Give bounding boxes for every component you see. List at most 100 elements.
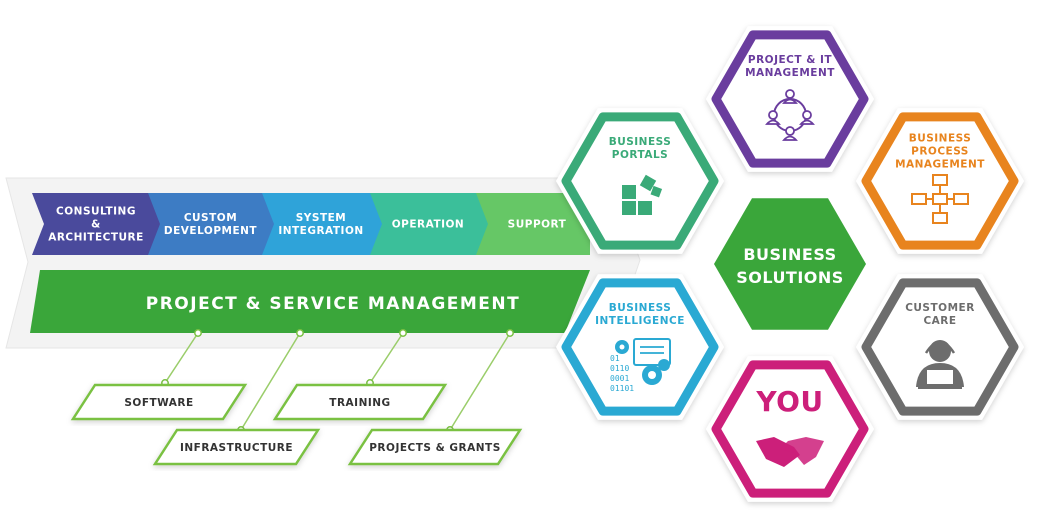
hex-center-shape	[714, 198, 866, 330]
flow-box	[932, 193, 948, 205]
hex-center-label: BUSINESS SOLUTIONS	[736, 245, 844, 287]
step-chevron	[32, 193, 164, 255]
step-label-line: ARCHITECTURE	[48, 232, 144, 244]
step-label-line: SYSTEM	[296, 212, 347, 224]
laptop-base	[918, 385, 962, 389]
connector-dot	[506, 329, 514, 337]
step-label: OPERATION	[392, 219, 464, 231]
service-band: PROJECT & SERVICE MANAGEMENT	[30, 270, 590, 333]
service-label: PROJECTS & GRANTS	[369, 442, 501, 454]
block	[638, 201, 652, 215]
hex-you-label-line: YOU	[755, 385, 823, 418]
hex-label-line: CARE	[923, 315, 956, 327]
flow-box	[911, 193, 927, 205]
connector-dot	[399, 329, 407, 337]
step-label-line: &	[91, 219, 101, 231]
tag-infrastructure	[152, 428, 321, 466]
person-body	[765, 119, 781, 125]
service-label: INFRASTRUCTURE	[180, 442, 293, 454]
step-label-line: SUPPORT	[508, 219, 567, 231]
hex-you: YOU	[706, 356, 874, 502]
flow-lines	[926, 185, 954, 213]
step-label: CONSULTING&ARCHITECTURE	[48, 206, 144, 244]
band-label: PROJECT & SERVICE MANAGEMENT	[146, 294, 521, 314]
person-body	[782, 135, 798, 141]
step-label-line: OPERATION	[392, 219, 464, 231]
hex-label-line: MANAGEMENT	[745, 67, 835, 79]
step-chevron	[148, 193, 277, 255]
hex-label-line: BUSINESS	[609, 302, 672, 314]
hex-center-label-line: BUSINESS	[743, 245, 836, 264]
connector-dot	[296, 329, 304, 337]
hex-you-label: YOU	[755, 385, 823, 418]
connectors	[161, 329, 514, 434]
hex-label-line: BUSINESS	[909, 133, 972, 145]
service-label: TRAINING	[329, 397, 390, 409]
band-shape	[30, 270, 590, 333]
headset	[924, 340, 956, 354]
person-body	[799, 119, 815, 125]
connector-line	[449, 332, 511, 431]
tag-software	[70, 383, 248, 421]
step-chevron	[262, 193, 384, 255]
report-lines	[640, 346, 664, 354]
hex-ring	[561, 112, 719, 250]
flow-box	[932, 174, 948, 186]
block	[639, 174, 657, 192]
gear	[658, 359, 670, 371]
tag-training	[272, 383, 448, 421]
connector-dot	[194, 329, 202, 337]
laptop	[925, 368, 955, 386]
step-label: SUPPORT	[508, 219, 567, 231]
service-label: SOFTWARE	[124, 397, 193, 409]
flow-box	[953, 193, 969, 205]
block	[650, 185, 663, 198]
binary-digits: 01101	[610, 384, 634, 393]
hex-label-line: MANAGEMENT	[895, 159, 985, 171]
step-label-line: INTEGRATION	[278, 225, 363, 237]
service-tags: SOFTWARE TRAINING INFRASTRUCTURE PROJECTS &…	[70, 383, 523, 466]
agent-head	[929, 340, 951, 362]
person-head	[802, 110, 812, 120]
hex-center-label-line: SOLUTIONS	[736, 268, 844, 287]
step-chevron	[370, 193, 490, 255]
person-head	[768, 110, 778, 120]
hex-ring	[711, 360, 869, 498]
step-label-line: CUSTOM	[184, 212, 237, 224]
flow-box	[932, 212, 948, 224]
step-chevron	[476, 193, 590, 255]
gear-hole	[619, 344, 625, 350]
binary-digits: 0001	[610, 374, 629, 383]
block	[622, 185, 636, 199]
person-head	[785, 89, 795, 99]
step-label-line: CONSULTING	[56, 206, 136, 218]
binary-digits: 0110	[610, 364, 629, 373]
hex-center: BUSINESS SOLUTIONS	[714, 198, 866, 330]
hex-label-line: PROCESS	[911, 146, 969, 158]
connector-line	[164, 332, 199, 384]
binary-digits: 01	[610, 354, 620, 363]
gear-hole	[648, 371, 656, 379]
hex-label-line: INTELLIGENCE	[595, 315, 685, 327]
hand-right	[780, 437, 824, 465]
hex-label-line: PROJECT & IT	[748, 54, 833, 66]
hex-label-line: PORTALS	[612, 149, 668, 161]
connector-line	[369, 332, 404, 384]
hex-label-line: CUSTOMER	[905, 302, 975, 314]
step-label-line: DEVELOPMENT	[164, 225, 258, 237]
person-head	[785, 126, 795, 136]
